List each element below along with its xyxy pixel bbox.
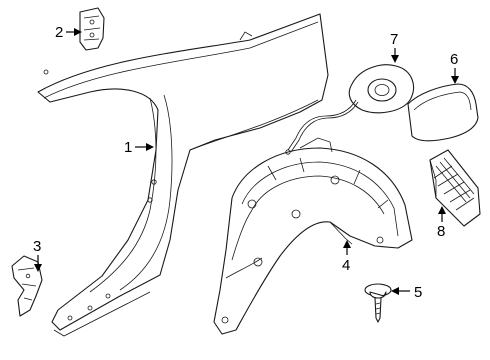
upper-bracket-part <box>79 7 105 51</box>
fuel-filler-housing-part <box>285 64 414 155</box>
callout-7: 7 <box>390 31 399 63</box>
callout-8-number: 8 <box>437 223 445 240</box>
callout-1: 1 <box>124 139 154 156</box>
callout-6: 6 <box>450 51 459 84</box>
pressure-vent-part <box>429 149 481 227</box>
callout-3-number: 3 <box>33 238 41 255</box>
callout-3: 3 <box>33 238 42 272</box>
callout-7-number: 7 <box>390 31 398 48</box>
wheelhouse-liner-part <box>213 137 413 335</box>
callout-2: 2 <box>55 24 82 41</box>
callout-4-number: 4 <box>342 257 350 274</box>
callout-5-number: 5 <box>414 284 422 301</box>
callout-6-number: 6 <box>450 51 458 68</box>
push-clip-part <box>364 283 392 323</box>
fuel-door-part <box>407 83 479 142</box>
callout-8: 8 <box>437 206 446 240</box>
callout-4: 4 <box>342 240 351 274</box>
lower-bracket-part <box>11 255 43 317</box>
callout-1-number: 1 <box>124 139 132 156</box>
callout-2-number: 2 <box>55 24 63 41</box>
callout-5: 5 <box>391 284 422 301</box>
quarter-panel-part <box>37 13 329 337</box>
